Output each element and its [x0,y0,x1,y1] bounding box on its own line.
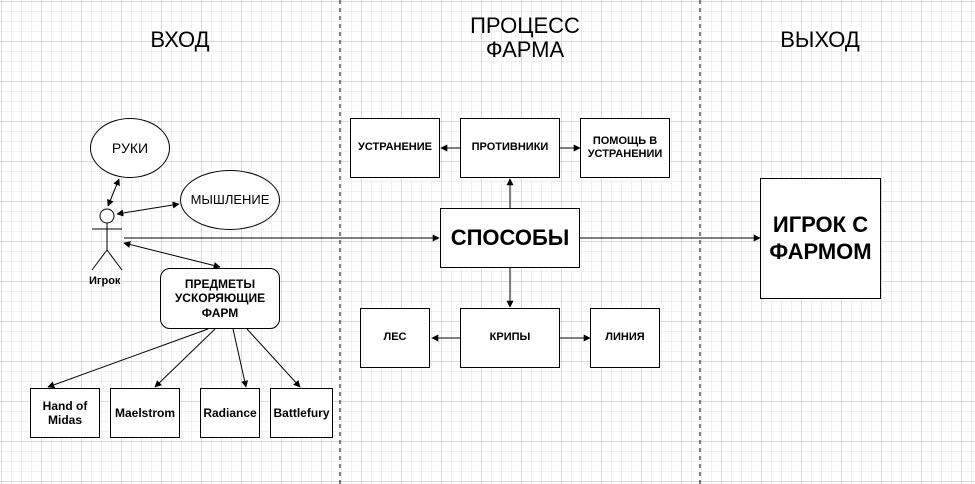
arrow-actor-thinking [116,201,180,217]
item-hand-of-midas: Hand of Midas [30,388,100,438]
arrow-actor-items [123,241,221,269]
column-title-output: ВЫХОД [780,27,860,52]
creeps-node: КРИПЫ [460,308,560,368]
item-radiance: Radiance [200,388,260,438]
column-title-process: ПРОЦЕСС ФАРМА [470,13,580,63]
enemies-node: ПРОТИВНИКИ [460,118,560,178]
arrow-items-maelstrom [154,328,216,388]
items-node: ПРЕДМЕТЫ УСКОРЯЮЩИЕ ФАРМ [160,268,280,329]
actor-label: Игрок [89,275,121,287]
arrow-items-hand-of-midas [47,328,209,389]
lane-node: ЛИНИЯ [590,308,660,368]
thinking-node: МЫШЛЕНИЕ [180,170,280,230]
elimination-node: УСТРАНЕНИЕ [350,118,440,178]
arrow-actor-hands [107,178,120,207]
column-title-input: ВХОД [150,27,210,52]
arrow-items-radiance [232,328,249,388]
item-battlefury: Battlefury [270,388,333,438]
item-maelstrom: Maelstrom [110,388,180,438]
stick-figure [91,208,123,271]
help-elimination-node: ПОМОЩЬ В УСТРАНЕНИИ [580,118,670,178]
arrow-items-battlefury [246,328,301,388]
methods-node: СПОСОБЫ [440,208,580,268]
farmed-player-node: ИГРОК С ФАРМОМ [760,178,881,299]
forest-node: ЛЕС [360,308,430,368]
hands-node: РУКИ [90,118,170,178]
